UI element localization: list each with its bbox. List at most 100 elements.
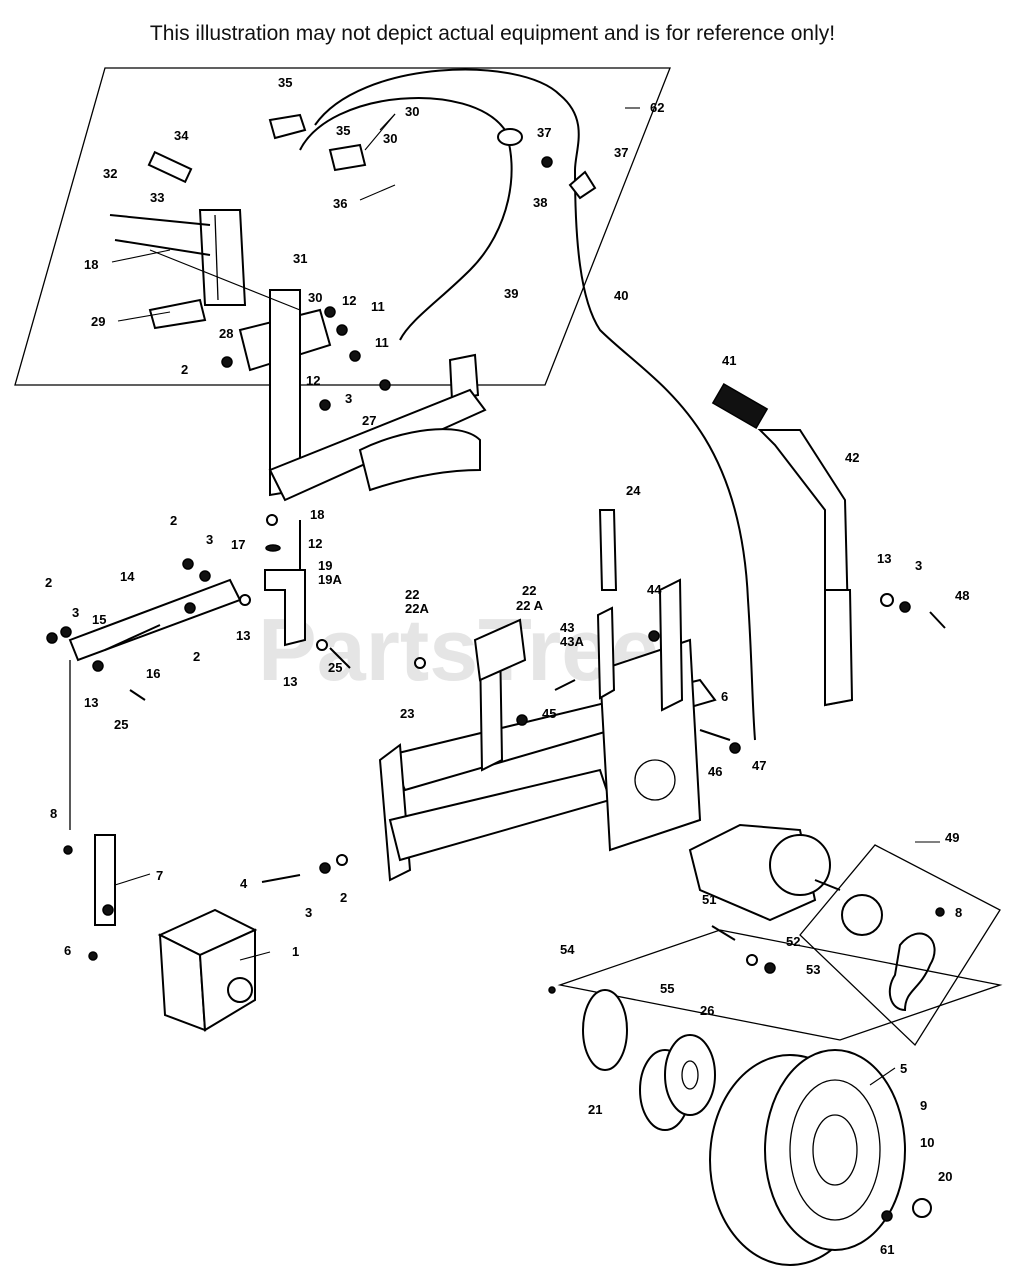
part-label: 10 [920,1135,934,1150]
part-label: 2 [45,575,52,590]
disclaimer-text: This illustration may not depict actual … [149,22,836,45]
part-label: 18 [84,257,98,272]
part-label: 25 [114,717,128,732]
part-label: 22 [405,587,419,602]
lift-lever [711,382,854,707]
part-label: 3 [72,605,79,620]
part-label: 44 [647,582,662,597]
part-label: 22 A [516,598,544,613]
part-label: 48 [955,588,969,603]
part-label: 30 [308,290,322,305]
lever-7 [94,834,116,926]
part-label: 38 [533,195,547,210]
part-label: 35 [336,123,350,138]
part-label: 12 [308,536,322,551]
part-label: 26 [700,1003,714,1018]
part-label: 47 [752,758,766,773]
part-label: 22 [522,583,536,598]
part-label: 9 [920,1098,927,1113]
part-label: 3 [915,558,922,573]
part-label: 41 [722,353,736,368]
part-label: 3 [345,391,352,406]
part-label: 54 [560,942,575,957]
inset-panel [14,67,756,741]
part-label: 16 [146,666,160,681]
part-label: 19A [318,572,342,587]
part-label: 17 [231,537,245,552]
part-label: 7 [156,868,163,883]
part-label: 28 [219,326,233,341]
part-label: 25 [328,660,342,675]
part-label: 32 [103,166,117,181]
fasteners [46,156,946,1222]
part-label: 14 [120,569,135,584]
part-label: 33 [150,190,164,205]
part-label: 21 [588,1102,602,1117]
part-label: 3 [305,905,312,920]
part-label: 4 [240,876,248,891]
part-label: 30 [383,131,397,146]
part-label: 6 [721,689,728,704]
part-label: 42 [845,450,859,465]
transaxle [688,823,841,922]
leader-lines [111,107,940,1086]
part-label: 27 [362,413,376,428]
part-label: 23 [400,706,414,721]
part-label: 8 [50,806,57,821]
part-label: 11 [375,335,389,350]
part-label: 46 [708,764,722,779]
part-label: 52 [786,934,800,949]
spacer [639,1034,716,1131]
wheel [709,1049,906,1266]
hub [582,989,628,1071]
part-label: 35 [278,75,292,90]
part-label: 2 [340,890,347,905]
part-label: 15 [92,612,106,627]
part-label: 12 [342,293,356,308]
part-labels: 35 30 62 34 35 37 30 37 32 33 36 38 18 3… [45,75,969,1257]
part-label: 1 [292,944,299,959]
wheel-assembly-outline [557,929,1003,1041]
part-label: 49 [945,830,959,845]
part-label: 22A [405,601,429,616]
part-label: 31 [293,251,307,266]
part-label: 2 [193,649,200,664]
part-label: 55 [660,981,674,996]
part-label: 3 [206,532,213,547]
part-label: 20 [938,1169,952,1184]
part-label: 13 [283,674,297,689]
part-label: 2 [170,513,177,528]
part-label: 45 [542,706,556,721]
part-label: 11 [371,299,385,314]
part-label: 13 [877,551,891,566]
part-label: 36 [333,196,347,211]
gearbox [157,908,258,1032]
bracket-19 [264,569,306,647]
part-label: 43 [560,620,574,635]
brake-assembly [799,844,1001,1047]
part-label: 2 [181,362,188,377]
part-label: 61 [880,1242,894,1257]
part-label: 34 [174,128,189,143]
part-label: 37 [537,125,551,140]
part-label: 13 [236,628,250,643]
part-label: 13 [84,695,98,710]
part-label: 62 [650,100,664,115]
part-label: 29 [91,314,105,329]
part-label: 12 [306,373,320,388]
part-label: 30 [405,104,419,119]
part-label: 39 [504,286,518,301]
part-label: 53 [806,962,820,977]
part-label: 6 [64,943,71,958]
part-label: 51 [702,892,716,907]
part-label: 19 [318,558,332,573]
part-label: 24 [626,483,641,498]
main-frame [378,509,717,882]
part-label: 5 [900,1061,907,1076]
part-label: 18 [310,507,324,522]
part-label: 8 [955,905,962,920]
part-label: 40 [614,288,628,303]
part-label: 37 [614,145,628,160]
part-label: 43A [560,634,584,649]
